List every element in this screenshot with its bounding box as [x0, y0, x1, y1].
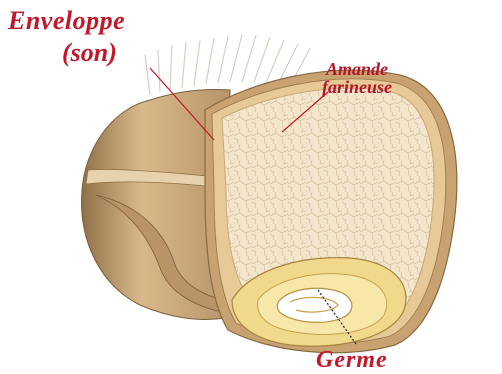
- label-farineuse: farineuse: [322, 78, 392, 96]
- germ-embryo: [277, 288, 352, 322]
- label-enveloppe: Enveloppe: [8, 8, 125, 34]
- label-germe: Germe: [316, 348, 388, 372]
- label-son: (son): [62, 40, 117, 66]
- label-amande: Amande: [326, 60, 388, 78]
